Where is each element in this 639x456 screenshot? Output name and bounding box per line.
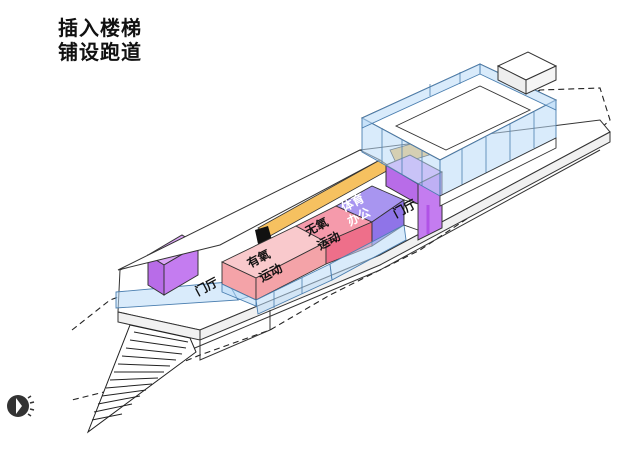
upper-glass-block: [360, 63, 558, 207]
lobby-right-block: [403, 199, 419, 231]
glass-mullions: [381, 72, 535, 186]
entrance-stair-ramp: [86, 324, 197, 434]
compass-icon: [7, 395, 35, 417]
glass-room-base: [221, 224, 407, 315]
rooftop-stair-box: [496, 51, 558, 95]
title-line-1: 插入楼梯: [58, 16, 142, 40]
diagram-title: 插入楼梯 铺设跑道: [58, 16, 142, 64]
title-line-2: 铺设跑道: [58, 40, 142, 64]
